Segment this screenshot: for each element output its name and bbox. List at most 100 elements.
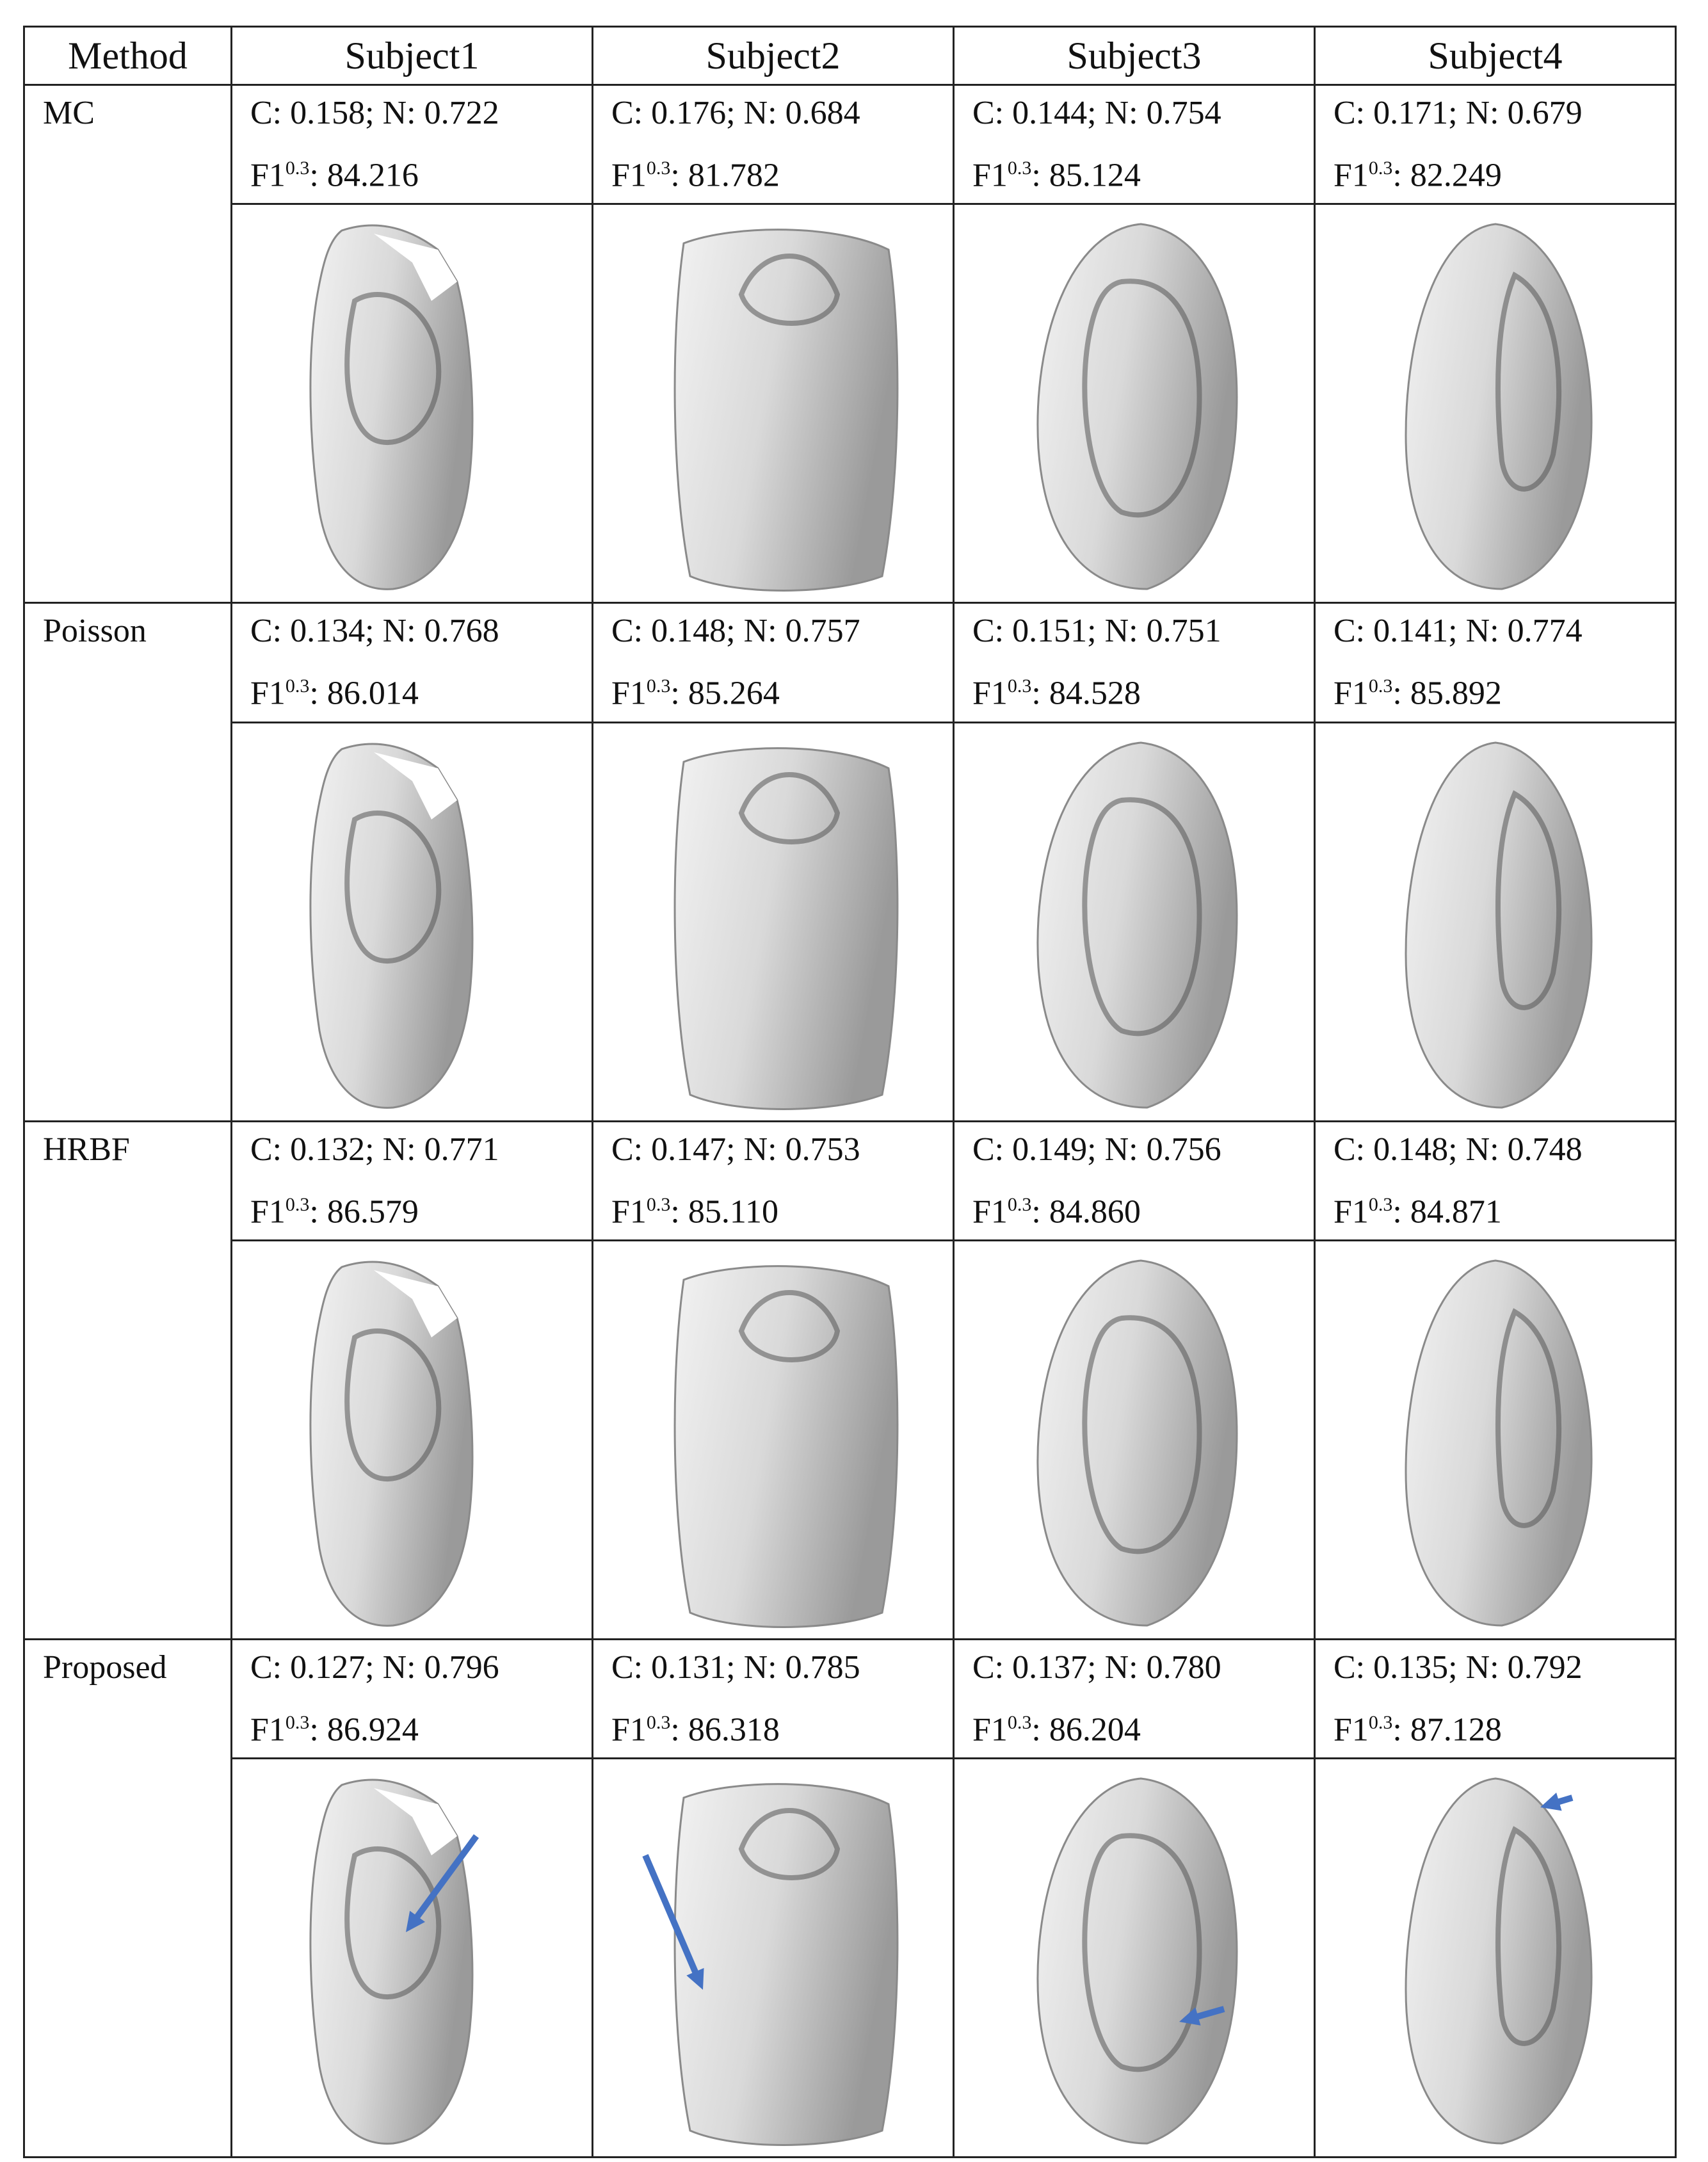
f1-superscript: 0.3 (646, 1711, 671, 1733)
mesh-render-image (1036, 223, 1238, 590)
render-cell (1314, 203, 1677, 604)
c-prefix: C: (972, 95, 1013, 131)
c-prefix: C: (1333, 1131, 1374, 1168)
f1-superscript: 0.3 (1368, 675, 1393, 697)
f1-line: F10.3: 81.782 (611, 141, 953, 203)
f1-base: F1 (611, 157, 647, 194)
header-subject-2: Subject2 (592, 26, 955, 86)
mesh-cavity-rim (1495, 1826, 1561, 2047)
cn-line: C: 0.144; N: 0.754 (972, 86, 1314, 141)
f1-sep: : (1031, 1193, 1049, 1230)
highlight-arrow-head (1540, 1793, 1562, 1811)
f1-sep: : (670, 157, 688, 194)
cn-line: C: 0.176; N: 0.684 (611, 86, 953, 141)
f1-sep: : (309, 1711, 327, 1748)
f1-sep: : (1392, 157, 1410, 194)
mesh-opening (373, 234, 457, 302)
f1-line: F10.3: 85.124 (972, 141, 1314, 203)
highlight-arrow (410, 1834, 479, 1924)
f1-base: F1 (250, 675, 286, 712)
header-method: Method (23, 26, 232, 86)
mesh-cavity-rim (738, 1290, 840, 1362)
n-prefix: ; N: (726, 1649, 786, 1686)
c-prefix: C: (611, 1649, 652, 1686)
n-prefix: ; N: (1448, 613, 1508, 650)
c-prefix: C: (250, 95, 291, 131)
mesh-render-image (1036, 1777, 1238, 2145)
f1-base: F1 (250, 157, 286, 194)
n-value: 0.684 (785, 95, 860, 131)
mesh-render-image (641, 1783, 898, 2147)
highlight-arrow (641, 1854, 701, 1980)
f1-base: F1 (1333, 675, 1369, 712)
method-label: MC (23, 83, 232, 604)
f1-sep: : (309, 1193, 327, 1230)
render-cell (1314, 1239, 1677, 1640)
render-cell (1314, 1757, 1677, 2159)
mesh-surface (673, 229, 898, 592)
f1-line: F10.3: 86.318 (611, 1695, 953, 1757)
f1-base: F1 (972, 1711, 1008, 1748)
f1-superscript: 0.3 (285, 1711, 310, 1733)
f1-sep: : (670, 1193, 688, 1230)
f1-superscript: 0.3 (646, 1193, 671, 1215)
c-value: 0.137 (1012, 1649, 1088, 1686)
c-value: 0.144 (1012, 95, 1088, 131)
n-value: 0.679 (1507, 95, 1583, 131)
f1-line: F10.3: 84.860 (972, 1177, 1314, 1239)
f1-line: F10.3: 86.014 (250, 659, 592, 721)
mesh-surface (673, 1265, 898, 1628)
f1-superscript: 0.3 (1007, 1711, 1032, 1733)
cn-line: C: 0.148; N: 0.748 (1333, 1122, 1675, 1177)
n-value: 0.771 (424, 1131, 499, 1168)
f1-sep: : (670, 1711, 688, 1748)
f1-base: F1 (250, 1711, 286, 1748)
header-subject-4: Subject4 (1314, 26, 1677, 86)
f1-sep: : (309, 675, 327, 712)
cn-line: C: 0.147; N: 0.753 (611, 1122, 953, 1177)
c-prefix: C: (611, 95, 652, 131)
render-cell (230, 1239, 593, 1640)
mesh-cavity-rim (738, 771, 840, 844)
c-prefix: C: (611, 613, 652, 650)
c-prefix: C: (1333, 613, 1374, 650)
mesh-cavity-rim (1081, 1833, 1202, 2072)
f1-line: F10.3: 86.924 (250, 1695, 592, 1757)
f1-value: 84.528 (1049, 675, 1141, 712)
c-prefix: C: (972, 1131, 1013, 1168)
mesh-cavity-rim (738, 254, 840, 327)
c-prefix: C: (972, 1649, 1013, 1686)
mesh-surface (1036, 741, 1238, 1109)
f1-line: F10.3: 84.216 (250, 141, 592, 203)
mesh-render-image (1404, 741, 1593, 1109)
mesh-render-image (1036, 741, 1238, 1109)
header-subject-1: Subject1 (230, 26, 593, 86)
mesh-opening (373, 752, 457, 819)
cn-line: C: 0.151; N: 0.751 (972, 604, 1314, 659)
f1-sep: : (1392, 675, 1410, 712)
cn-line: C: 0.141; N: 0.774 (1333, 604, 1675, 659)
cn-line: C: 0.131; N: 0.785 (611, 1640, 953, 1695)
n-prefix: ; N: (1087, 95, 1147, 131)
f1-base: F1 (972, 1193, 1008, 1230)
f1-value: 85.892 (1410, 675, 1502, 712)
mesh-render-image (673, 229, 898, 592)
n-value: 0.768 (424, 613, 499, 650)
c-value: 0.148 (1373, 1131, 1449, 1168)
render-cell (953, 1757, 1316, 2159)
highlight-arrow-head (686, 1968, 704, 1990)
f1-base: F1 (611, 675, 647, 712)
mesh-render-image (309, 1779, 479, 2145)
n-value: 0.756 (1146, 1131, 1221, 1168)
f1-base: F1 (611, 1711, 647, 1748)
n-value: 0.792 (1507, 1649, 1583, 1686)
render-cell (953, 203, 1316, 604)
